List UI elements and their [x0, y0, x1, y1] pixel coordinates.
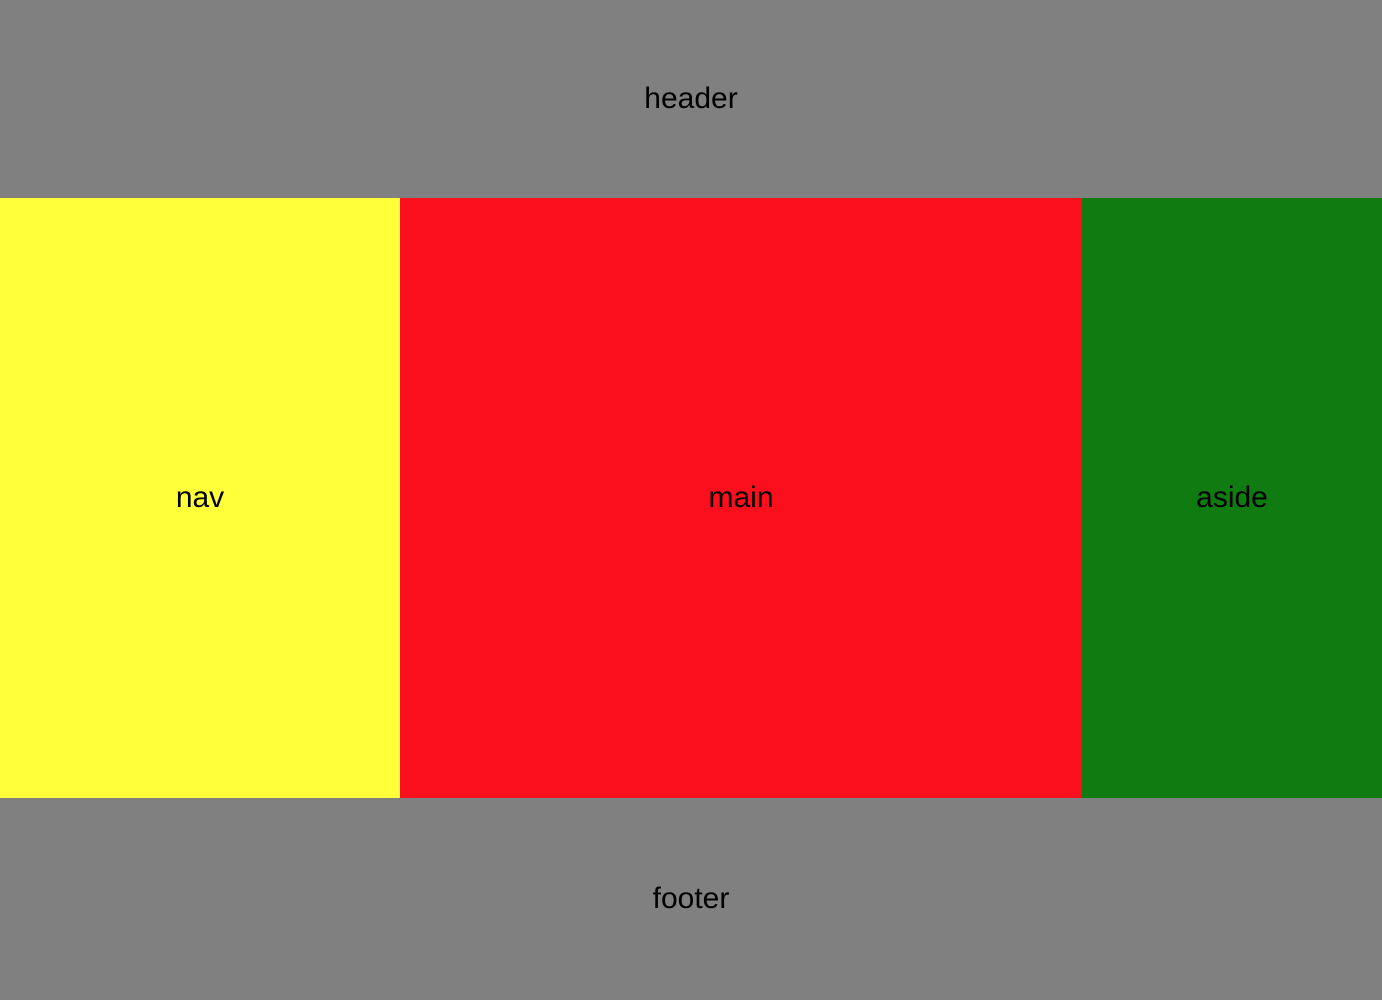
main-label: main — [708, 481, 774, 514]
nav-region: nav — [0, 198, 400, 798]
header-region: header — [0, 0, 1382, 198]
header-label: header — [644, 82, 738, 115]
main-region: main — [400, 198, 1082, 798]
nav-label: nav — [175, 481, 225, 514]
aside-region: aside — [1082, 198, 1382, 798]
footer-region: footer — [0, 798, 1382, 1000]
aside-label: aside — [1196, 481, 1268, 514]
footer-label: footer — [652, 882, 730, 915]
